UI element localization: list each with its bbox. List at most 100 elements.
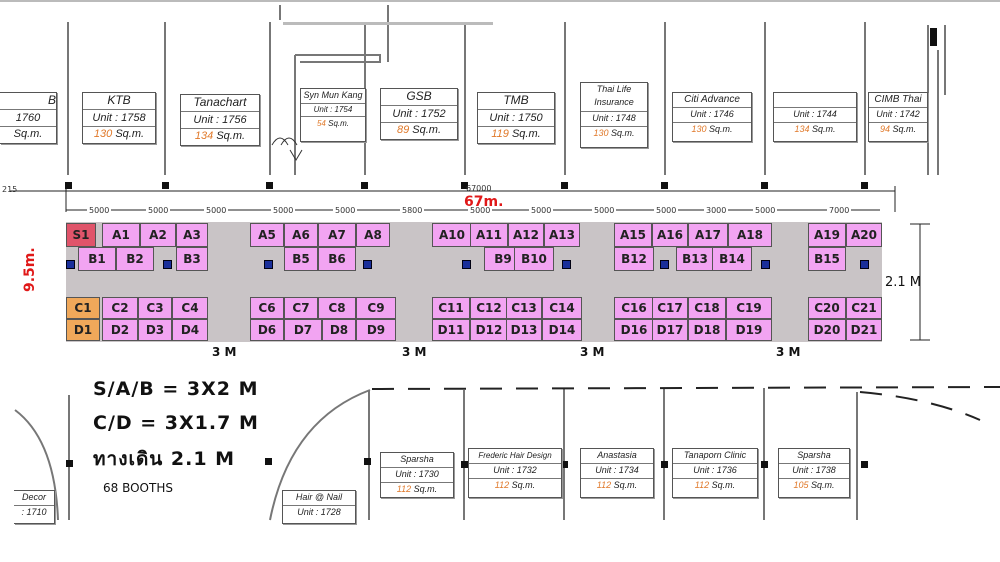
unit-card[interactable]: Anastasia Unit : 1734 112 Sq.m. bbox=[580, 448, 654, 498]
booth-c14[interactable]: C14 bbox=[542, 297, 582, 319]
unit-card[interactable]: Frederic Hair Design Unit : 1732 112 Sq.… bbox=[468, 448, 562, 498]
booth-d20[interactable]: D20 bbox=[808, 319, 846, 341]
unit-number: 1760 bbox=[0, 110, 56, 127]
booth-a13[interactable]: A13 bbox=[544, 223, 580, 247]
booth-a16[interactable]: A16 bbox=[652, 223, 688, 247]
unit-name: Anastasia bbox=[581, 449, 653, 464]
booth-d17[interactable]: D17 bbox=[652, 319, 688, 341]
dimension-height: 9.5m. bbox=[22, 247, 38, 292]
booth-c21[interactable]: C21 bbox=[846, 297, 882, 319]
unit-card[interactable]: Citi Advance Unit : 1746 130 Sq.m. bbox=[672, 92, 752, 142]
booth-b1[interactable]: B1 bbox=[78, 247, 116, 271]
booth-a10[interactable]: A10 bbox=[432, 223, 472, 247]
booth-a7[interactable]: A7 bbox=[318, 223, 356, 247]
booth-c9[interactable]: C9 bbox=[356, 297, 396, 319]
unit-card[interactable]: GSB Unit : 1752 89 Sq.m. bbox=[380, 88, 458, 140]
legend-booth-count: 68 BOOTHS bbox=[103, 481, 173, 495]
booth-a11[interactable]: A11 bbox=[470, 223, 508, 247]
unit-name: KTB bbox=[83, 93, 155, 110]
unit-card[interactable]: Unit : 1744 134 Sq.m. bbox=[773, 92, 857, 142]
booth-a5[interactable]: A5 bbox=[250, 223, 284, 247]
booth-d4[interactable]: D4 bbox=[172, 319, 208, 341]
booth-d9[interactable]: D9 bbox=[356, 319, 396, 341]
unit-card[interactable]: Hair @ Nail Unit : 1728 bbox=[282, 490, 356, 524]
booth-c2[interactable]: C2 bbox=[102, 297, 138, 319]
booth-c11[interactable]: C11 bbox=[432, 297, 470, 319]
booth-a2[interactable]: A2 bbox=[140, 223, 176, 247]
booth-b13[interactable]: B13 bbox=[676, 247, 714, 271]
booth-b10[interactable]: B10 bbox=[514, 247, 554, 271]
booth-c17[interactable]: C17 bbox=[652, 297, 688, 319]
unit-card[interactable]: B 1760 Sq.m. bbox=[0, 92, 57, 144]
booth-d19[interactable]: D19 bbox=[726, 319, 772, 341]
booth-a20[interactable]: A20 bbox=[846, 223, 882, 247]
booth-c4[interactable]: C4 bbox=[172, 297, 208, 319]
booth-a3[interactable]: A3 bbox=[176, 223, 208, 247]
unit-name: TMB bbox=[478, 93, 554, 110]
booth-c20[interactable]: C20 bbox=[808, 297, 846, 319]
booth-c19[interactable]: C19 bbox=[726, 297, 772, 319]
booth-d21[interactable]: D21 bbox=[846, 319, 882, 341]
booth-d2[interactable]: D2 bbox=[102, 319, 138, 341]
booth-d11[interactable]: D11 bbox=[432, 319, 470, 341]
booth-a6[interactable]: A6 bbox=[284, 223, 318, 247]
booth-c6[interactable]: C6 bbox=[250, 297, 284, 319]
booth-d13[interactable]: D13 bbox=[506, 319, 542, 341]
booth-d7[interactable]: D7 bbox=[284, 319, 322, 341]
booth-b12[interactable]: B12 bbox=[614, 247, 654, 271]
marker-square bbox=[860, 260, 869, 269]
booth-b15[interactable]: B15 bbox=[808, 247, 846, 271]
booth-c13[interactable]: C13 bbox=[506, 297, 542, 319]
unit-area: 112 Sq.m. bbox=[596, 480, 638, 490]
unit-card[interactable]: Syn Mun Kang Insurance Unit : 1754 54 Sq… bbox=[300, 88, 366, 142]
booth-s1[interactable]: S1 bbox=[66, 223, 96, 247]
unit-card[interactable]: Decor : 1710 bbox=[14, 490, 55, 524]
booth-a8[interactable]: A8 bbox=[356, 223, 390, 247]
booth-b3[interactable]: B3 bbox=[176, 247, 208, 271]
unit-card[interactable]: Tanachart Unit : 1756 134 Sq.m. bbox=[180, 94, 260, 146]
booth-a17[interactable]: A17 bbox=[688, 223, 728, 247]
legend-line-2: C/D = 3X1.7 M bbox=[93, 412, 259, 434]
unit-area: 119 Sq.m. bbox=[491, 128, 541, 140]
booth-d12[interactable]: D12 bbox=[470, 319, 508, 341]
booth-d1[interactable]: D1 bbox=[66, 319, 100, 341]
booth-c7[interactable]: C7 bbox=[284, 297, 318, 319]
booth-b14[interactable]: B14 bbox=[712, 247, 752, 271]
booth-b6[interactable]: B6 bbox=[318, 247, 356, 271]
dimension-segment-label: 5000 bbox=[654, 206, 679, 215]
unit-card[interactable]: CIMB Thai Unit : 1742 94 Sq.m. bbox=[868, 92, 928, 142]
unit-area: 112 Sq.m. bbox=[694, 480, 736, 490]
booth-c18[interactable]: C18 bbox=[688, 297, 726, 319]
booth-a15[interactable]: A15 bbox=[614, 223, 652, 247]
booth-d14[interactable]: D14 bbox=[542, 319, 582, 341]
booth-a19[interactable]: A19 bbox=[808, 223, 846, 247]
unit-card[interactable]: KTB Unit : 1758 130 Sq.m. bbox=[82, 92, 156, 144]
booth-c1[interactable]: C1 bbox=[66, 297, 100, 319]
booth-c12[interactable]: C12 bbox=[470, 297, 508, 319]
dimension-segment-label: 5000 bbox=[468, 206, 493, 215]
booth-d8[interactable]: D8 bbox=[322, 319, 356, 341]
unit-number: Unit : 1752 bbox=[381, 106, 457, 123]
unit-name: Syn Mun Kang Insurance bbox=[301, 89, 365, 104]
booth-a1[interactable]: A1 bbox=[102, 223, 140, 247]
booth-a18[interactable]: A18 bbox=[728, 223, 772, 247]
booth-a12[interactable]: A12 bbox=[508, 223, 544, 247]
unit-card[interactable]: Tanaporn Clinic Unit : 1736 112 Sq.m. bbox=[672, 448, 758, 498]
booth-b2[interactable]: B2 bbox=[116, 247, 154, 271]
booth-c8[interactable]: C8 bbox=[318, 297, 356, 319]
booth-d6[interactable]: D6 bbox=[250, 319, 284, 341]
booth-b5[interactable]: B5 bbox=[284, 247, 318, 271]
unit-card[interactable]: Sparsha Unit : 1730 112 Sq.m. bbox=[380, 452, 454, 498]
booth-d3[interactable]: D3 bbox=[138, 319, 172, 341]
unit-card[interactable]: Thai Life Insurance Unit : 1748 130 Sq.m… bbox=[580, 82, 648, 148]
booth-d16[interactable]: D16 bbox=[614, 319, 654, 341]
booth-c16[interactable]: C16 bbox=[614, 297, 654, 319]
booth-c3[interactable]: C3 bbox=[138, 297, 172, 319]
booth-d18[interactable]: D18 bbox=[688, 319, 726, 341]
unit-card[interactable]: TMB Unit : 1750 119 Sq.m. bbox=[477, 92, 555, 144]
dimension-total-mm: 67000 bbox=[466, 184, 492, 193]
cross-aisle-label: 3 M bbox=[776, 345, 801, 359]
marker-square bbox=[562, 260, 571, 269]
unit-number: Unit : 1732 bbox=[469, 464, 561, 479]
unit-card[interactable]: Sparsha Unit : 1738 105 Sq.m. bbox=[778, 448, 850, 498]
